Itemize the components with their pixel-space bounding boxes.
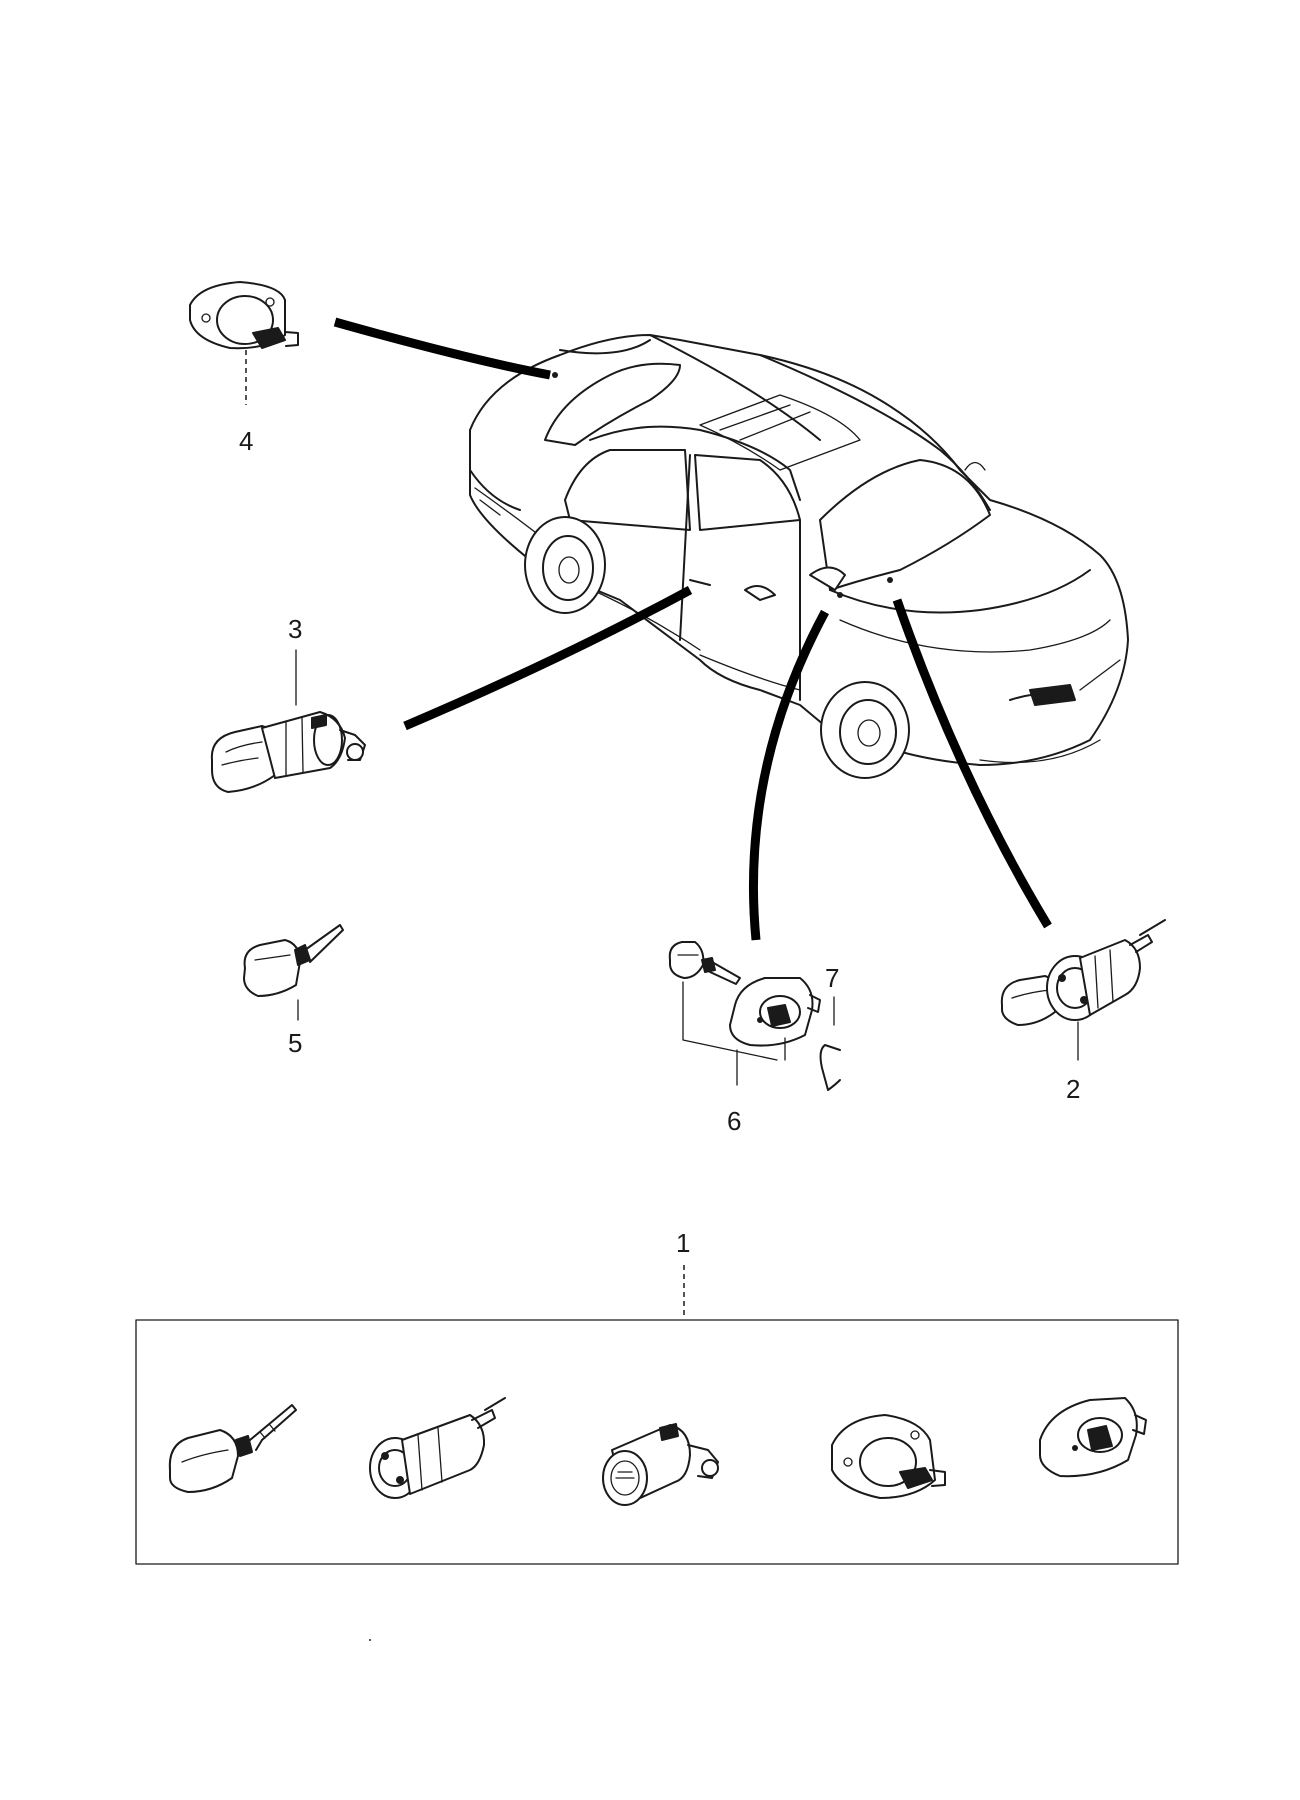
front-wheel <box>820 681 910 779</box>
kit-item-key <box>168 1404 297 1493</box>
kit-item-ignition-cylinder <box>369 1397 506 1499</box>
leader-6 <box>748 609 829 941</box>
kit-item-trunk-lock <box>831 1414 946 1499</box>
callout-1: 1 <box>676 1228 690 1258</box>
callout-3: 3 <box>288 614 302 644</box>
leader-lines <box>333 317 1052 941</box>
kit-item-glove-box-lock <box>1039 1397 1147 1478</box>
lock-set-kit: 1 <box>135 1228 1179 1565</box>
callout-5: 5 <box>288 1028 302 1058</box>
part-2-ignition-lock: 2 <box>1000 919 1166 1104</box>
callout-7: 7 <box>825 963 839 993</box>
leader-4 <box>333 317 551 380</box>
kit-box <box>135 1319 1179 1565</box>
callout-6: 6 <box>727 1106 741 1136</box>
leader-3 <box>403 586 693 731</box>
part-5-key: 5 <box>243 924 344 1058</box>
rear-wheel <box>524 516 606 614</box>
kit-item-door-cylinder <box>602 1423 719 1506</box>
part-3-door-lock-cylinder: 3 <box>210 614 366 793</box>
part-6-glove-box-lock: 6 <box>668 941 821 1136</box>
leader-2 <box>892 598 1052 929</box>
car-illustration <box>469 334 1129 779</box>
part-7-retaining-clip: 7 <box>819 963 841 1091</box>
callout-2: 2 <box>1066 1074 1080 1104</box>
part-4-trunk-lock: 4 <box>189 281 299 456</box>
callout-4: 4 <box>239 426 253 456</box>
